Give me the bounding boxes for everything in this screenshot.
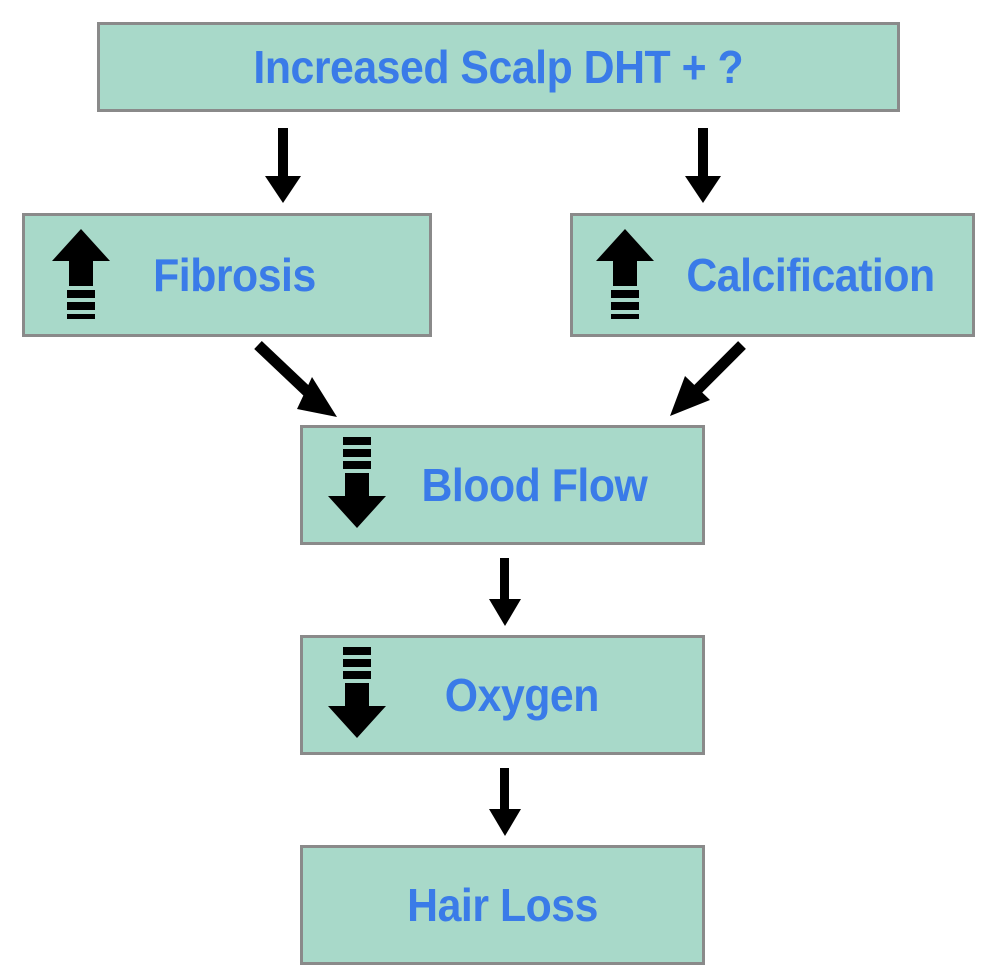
node-calcification[interactable]: Calcification [570,213,975,337]
node-scalp-dht-label: Increased Scalp DHT + ? [253,41,744,93]
connector-fibrosis-to-bloodflow [254,341,337,417]
node-calcification-label: Calcification [686,249,935,301]
node-blood-flow[interactable]: Blood Flow [300,425,705,545]
node-hair-loss[interactable]: Hair Loss [300,845,705,965]
connector-dht-to-fibrosis [265,128,301,203]
connector-calcification-to-bloodflow [670,341,746,416]
connector-oxygen-to-hairloss [489,768,521,836]
node-blood-flow-label: Blood Flow [421,459,648,511]
node-hair-loss-label: Hair Loss [407,879,598,931]
connector-dht-to-calcification [685,128,721,203]
connector-bloodflow-to-oxygen [489,558,521,626]
arrow-down-trend-icon [327,646,387,744]
arrow-up-trend-icon [595,227,655,324]
node-fibrosis[interactable]: Fibrosis [22,213,432,337]
arrow-up-trend-icon [51,227,111,324]
arrow-down-trend-icon [327,436,387,534]
node-scalp-dht[interactable]: Increased Scalp DHT + ? [97,22,900,112]
node-fibrosis-label: Fibrosis [153,249,316,301]
node-oxygen-label: Oxygen [444,669,600,721]
node-oxygen[interactable]: Oxygen [300,635,705,755]
